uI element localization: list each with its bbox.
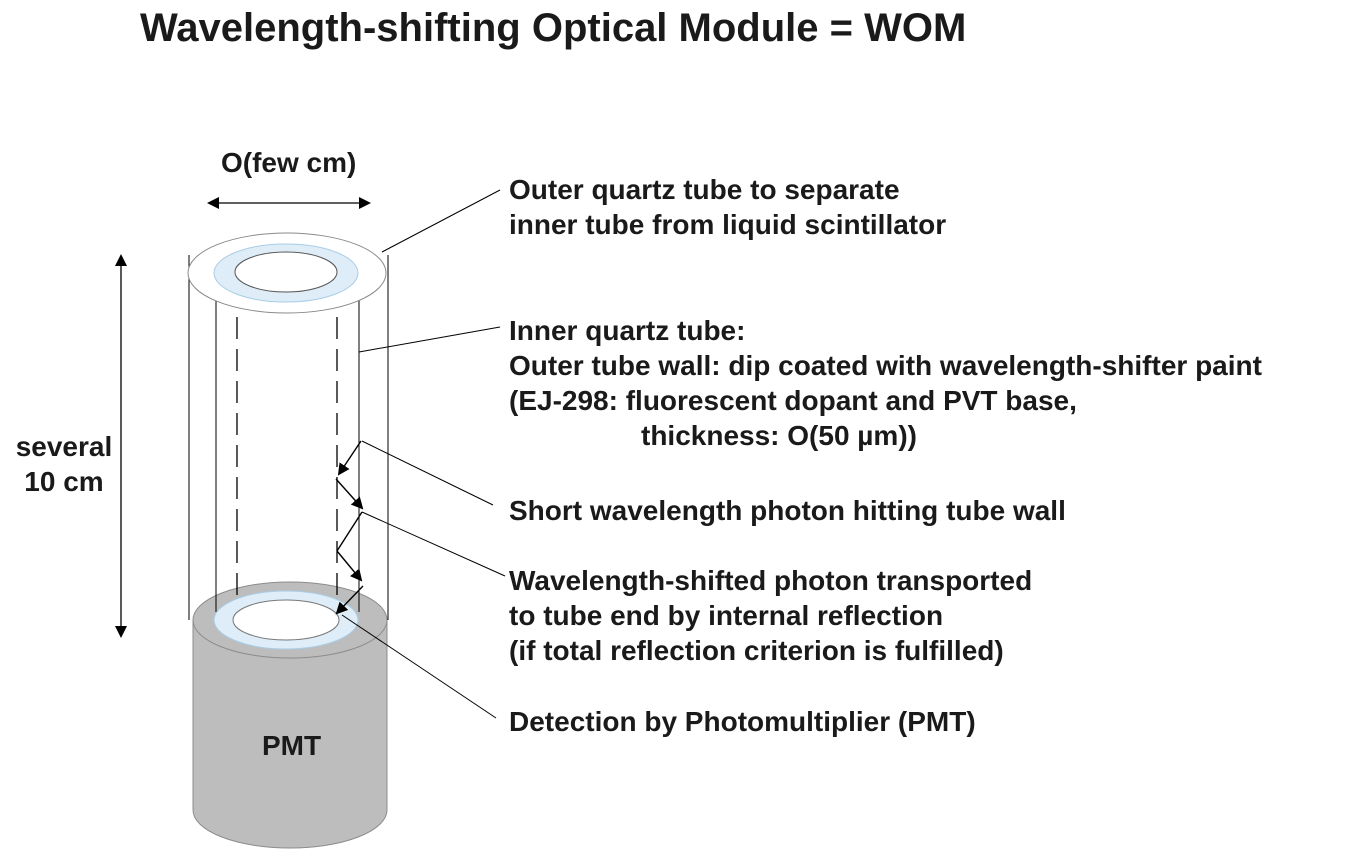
short-photon-annotation: Short wavelength photon hitting tube wal… <box>509 493 1066 528</box>
diameter-label: O(few cm) <box>221 147 357 178</box>
annotation-line: Detection by Photomultiplier (PMT) <box>509 706 976 737</box>
leader-lines <box>341 189 506 719</box>
shifted-photon-annotation: Wavelength-shifted photon transported to… <box>509 563 1032 668</box>
pmt-label: PMT <box>262 730 322 761</box>
annotation-line: thickness: O(50 µm)) <box>641 420 917 451</box>
leader-outer-tube <box>381 189 501 253</box>
annotation-line: Outer quartz tube to separate <box>509 174 900 205</box>
annotation-line: inner tube from liquid scintillator <box>509 209 947 240</box>
detection-annotation: Detection by Photomultiplier (PMT) <box>509 704 976 739</box>
annotation-line: Short wavelength photon hitting tube wal… <box>509 495 1066 526</box>
tube-top <box>187 232 387 314</box>
photon-path <box>335 440 364 615</box>
leader-short-photon <box>361 440 494 506</box>
annotation-line: to tube end by internal reflection <box>509 600 944 631</box>
annotation-line: (if total reflection criterion is fulfil… <box>509 635 1004 666</box>
length-label-line2: 10 cm <box>24 466 104 497</box>
length-label: several 10 cm <box>8 429 120 499</box>
outer-tube-annotation: Outer quartz tube to separate inner tube… <box>509 172 946 242</box>
annotation-line: Inner quartz tube: <box>509 315 746 346</box>
leader-shifted-photon <box>361 511 506 577</box>
leader-inner-tube <box>358 326 501 353</box>
annotation-line: Wavelength-shifted photon transported <box>509 565 1033 596</box>
annotation-line: Outer tube wall: dip coated with wavelen… <box>509 350 1262 381</box>
page-title: Wavelength-shifting Optical Module = WOM <box>140 6 967 50</box>
leader-detection <box>341 614 497 719</box>
inner-tube-annotation: Inner quartz tube: Outer tube wall: dip … <box>509 313 1262 453</box>
length-label-line1: several <box>15 431 113 462</box>
annotation-line: (EJ-298: fluorescent dopant and PVT base… <box>509 385 1077 416</box>
tube-bottom-ring <box>213 590 359 650</box>
